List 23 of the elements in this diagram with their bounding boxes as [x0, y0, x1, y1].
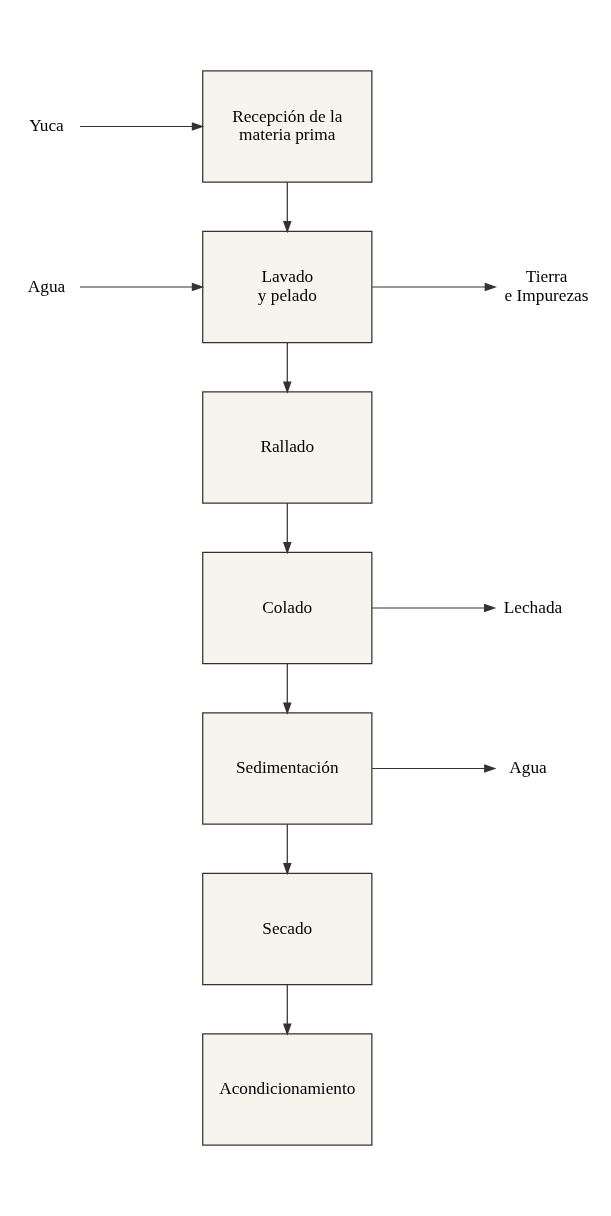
arrow — [371, 764, 497, 773]
node-text: Lechada — [503, 597, 563, 617]
node-text: Agua — [27, 276, 66, 296]
node-text: Agua — [509, 758, 547, 778]
arrow — [371, 282, 498, 292]
arrow — [79, 282, 205, 292]
node-box: Sedimentación — [202, 712, 373, 825]
arrow — [282, 984, 292, 1036]
arrow — [79, 122, 205, 131]
node-text: Yuca — [29, 116, 64, 136]
node-box: Acondicionamiento — [202, 1033, 373, 1146]
node-box: Secado — [202, 872, 373, 986]
node-box: Colado — [202, 551, 373, 665]
arrow — [282, 663, 292, 715]
arrow — [282, 181, 292, 234]
node-box: Recepción de la materia prima — [202, 70, 373, 183]
arrow — [282, 502, 292, 555]
arrow — [371, 603, 497, 613]
arrow — [282, 342, 292, 394]
node-text: Tierra e Impurezas — [504, 267, 589, 305]
node-box: Lavado y pelado — [202, 230, 373, 344]
arrow — [282, 823, 292, 876]
node-box: Rallado — [202, 391, 373, 504]
